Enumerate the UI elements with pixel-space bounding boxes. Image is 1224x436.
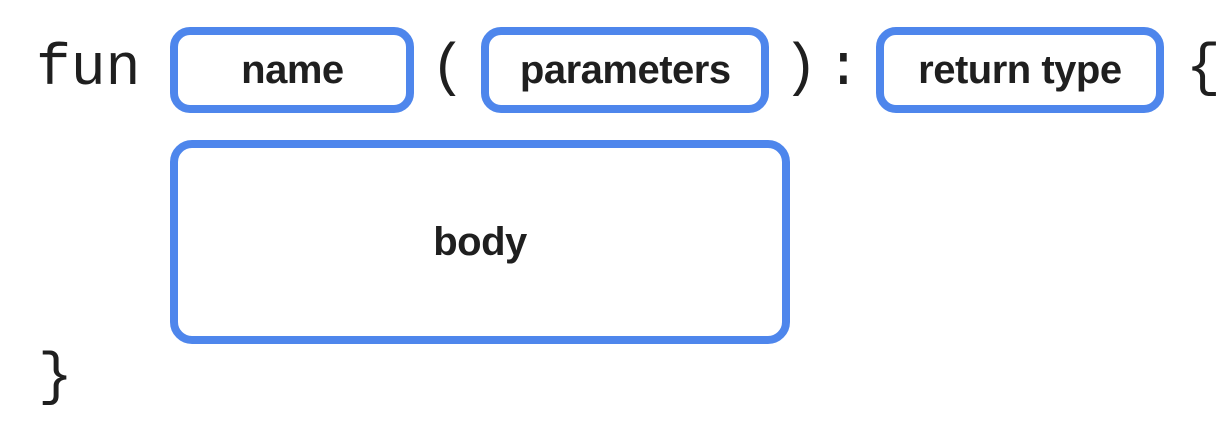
parameters-label: parameters [519,47,731,92]
name-box: name [170,27,415,113]
return-type-label: return type [918,47,1122,92]
open-paren-symbol: ( [430,37,466,102]
return-type-box: return type [875,27,1164,113]
close-paren-symbol: ) [783,37,819,102]
name-label: name [241,47,344,92]
colon-symbol: : [826,37,861,102]
body-box: body [170,140,790,344]
open-brace-symbol: { [1185,37,1221,102]
fun-keyword: fun [36,37,141,102]
function-signature-row: fun name ( parameters ) : return type { [0,0,1224,140]
close-brace-symbol: } [38,346,73,411]
body-label: body [433,219,527,264]
parameters-box: parameters [481,27,770,113]
